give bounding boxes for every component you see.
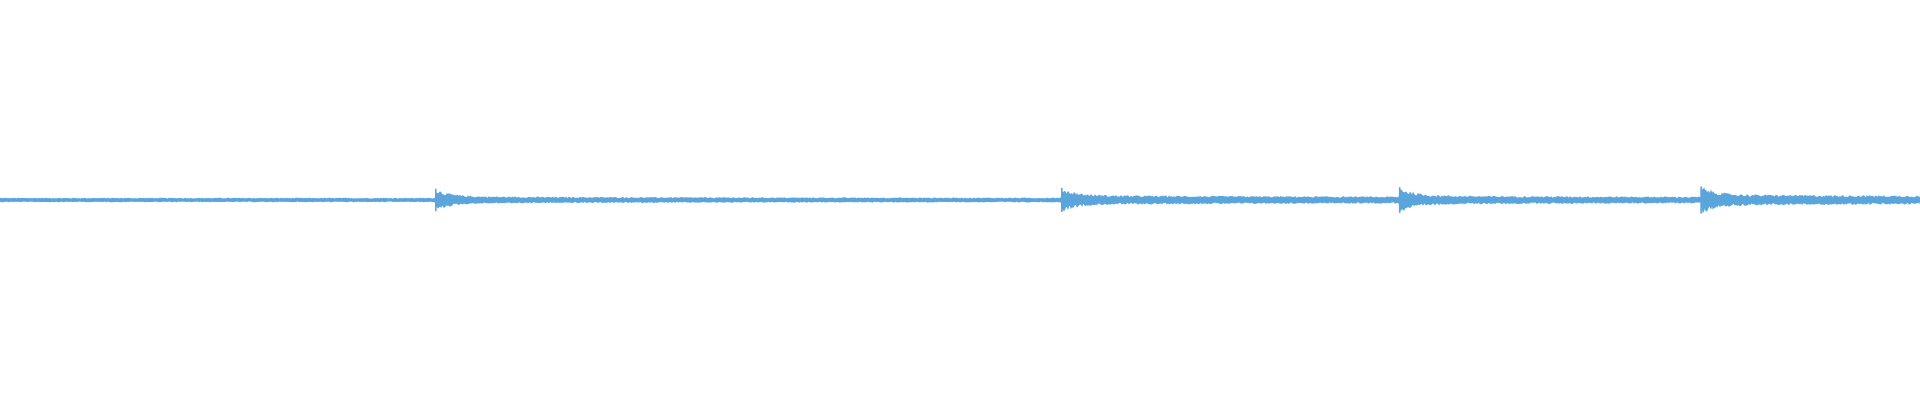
waveform-trace <box>0 186 1920 214</box>
